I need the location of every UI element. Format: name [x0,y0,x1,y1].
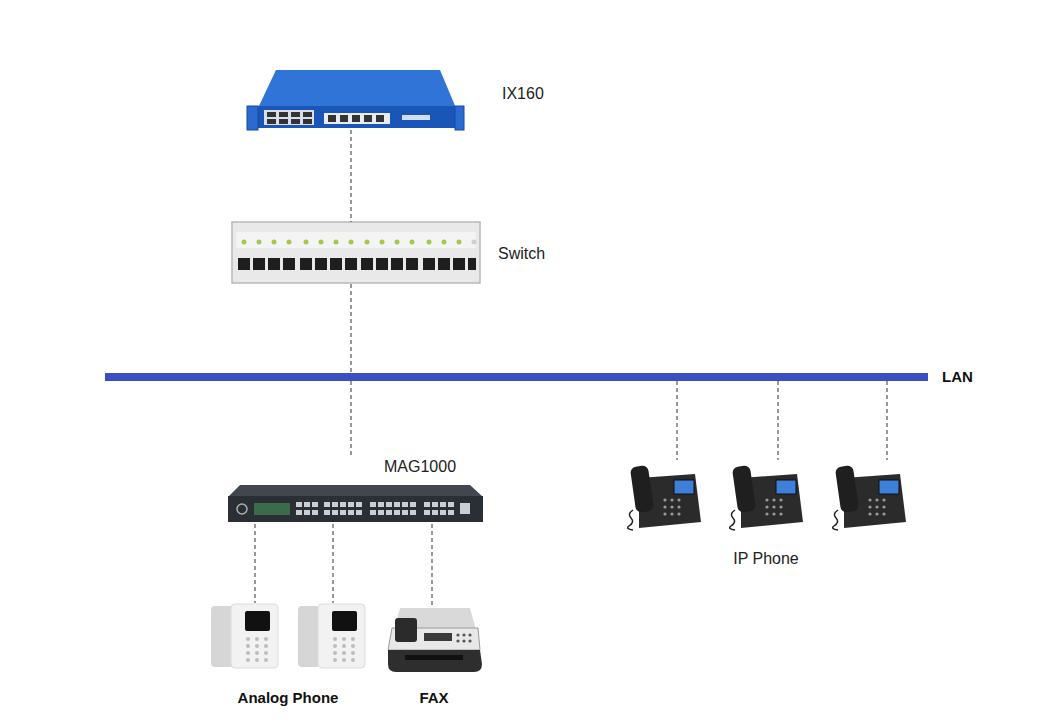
device-label: MAG1000 [384,458,456,476]
network-link [351,284,352,373]
server-device: IX160 [245,66,560,130]
mag1000-illustration [228,485,483,522]
lan-bar [105,373,928,381]
ix160-illustration [247,70,464,130]
network-link [677,381,678,460]
analog-phone-group: Analog Phone [208,603,368,709]
network-link [255,524,256,603]
network-link [778,381,779,460]
network-link [887,381,888,460]
fax-illustration [388,608,482,672]
fax-device: FAX [385,605,483,709]
gateway-device: MAG1000 [226,458,486,524]
device-label: LAN [942,368,973,386]
device-label: IP Phone [622,550,910,568]
device-label: IX160 [502,85,544,103]
network-link [351,381,352,458]
device-label: FAX [385,689,483,707]
switch-illustration [232,222,480,283]
switch-device: Switch [230,222,555,284]
network-link [351,130,352,222]
device-label: Analog Phone [208,689,368,707]
lan-bus: LAN [105,373,985,381]
device-label: Switch [498,245,545,263]
ip-phone-illustration [628,465,906,530]
network-link [432,524,433,605]
analog-phone-illustration [211,604,365,668]
network-link [333,524,334,603]
ip-phone-group: IP Phone [622,460,910,570]
